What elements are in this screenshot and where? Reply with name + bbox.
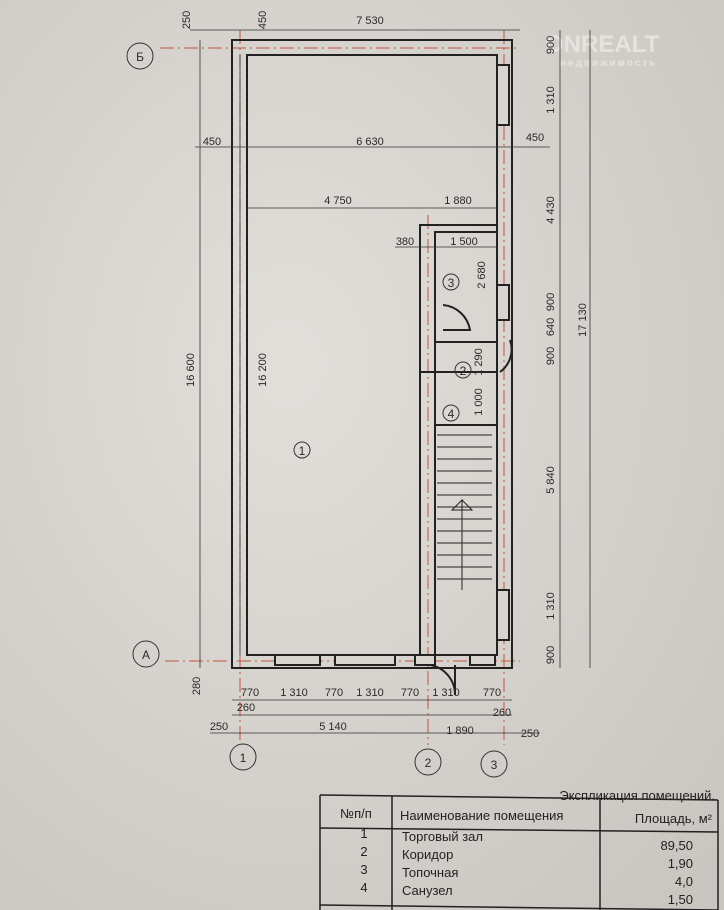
row-name: Торговый зал — [402, 829, 483, 844]
dim-text: 5 840 — [545, 466, 557, 494]
row-number: 2 — [360, 844, 367, 859]
row-number: 1 — [360, 826, 367, 841]
dim-text: 280 — [191, 677, 203, 695]
table-row: 1 Торговый зал 89,50 — [360, 826, 693, 853]
dim-text: 450 — [203, 136, 221, 148]
dim-text: 16 200 — [257, 353, 269, 387]
watermark: ONREALT недвижимость — [545, 31, 660, 69]
row-name: Коридор — [402, 847, 453, 862]
axis-label-3: 3 — [491, 758, 498, 772]
dim-text: 260 — [493, 707, 511, 719]
dim-text: 380 — [396, 236, 414, 248]
axis-label-1: 1 — [240, 751, 247, 765]
dim-text: 1 890 — [446, 725, 474, 737]
room-label-1: 1 — [299, 444, 306, 458]
dim-text: 7 530 — [356, 15, 384, 27]
row-number: 3 — [360, 862, 367, 877]
dim-text: 1 310 — [545, 86, 557, 114]
dim-text: 450 — [526, 132, 544, 144]
dim-text: 6 630 — [356, 136, 384, 148]
room-label-4: 4 — [448, 407, 455, 421]
dim-text: 4 750 — [324, 195, 352, 207]
table-header-area: Площадь, м² — [635, 811, 713, 826]
dim-text: 770 — [483, 687, 501, 699]
dim-text: 900 — [545, 646, 557, 664]
dim-text: 4 430 — [545, 196, 557, 224]
table-row: 2 Коридор 1,90 — [360, 844, 693, 871]
table-title: Экспликация помещений. — [559, 788, 715, 803]
axis-label-b: Б — [136, 50, 144, 64]
table-row: 4 Санузел 1,50 — [360, 880, 693, 907]
table-header-number: №п/п — [340, 806, 372, 821]
dim-text: 1 500 — [450, 236, 478, 248]
axis-bubbles — [126, 42, 508, 778]
dim-text: 770 — [241, 687, 259, 699]
dim-text: 2 680 — [476, 261, 488, 289]
dim-text: 16 600 — [185, 353, 197, 387]
dim-text: 1 310 — [432, 687, 460, 699]
dim-text: 250 — [181, 11, 193, 29]
table-header-name: Наименование помещения — [400, 808, 563, 823]
dimension-labels: 250 450 7 530 450 6 630 450 4 750 1 880 … — [181, 11, 589, 740]
room-label-3: 3 — [448, 276, 455, 290]
walls — [231, 39, 513, 696]
dim-text: 5 140 — [319, 721, 347, 733]
row-number: 4 — [360, 880, 367, 895]
axis-label-a: А — [142, 648, 150, 662]
row-name: Топочная — [402, 865, 458, 880]
watermark-subtitle: недвижимость — [560, 58, 657, 69]
dim-text: 770 — [401, 687, 419, 699]
dim-text: 900 — [545, 36, 557, 54]
row-area: 89,50 — [660, 838, 693, 853]
dim-text: 250 — [210, 721, 228, 733]
dimension-lines — [190, 29, 591, 734]
dim-text: 1 000 — [473, 388, 485, 416]
room-label-2: 2 — [460, 364, 467, 378]
table-row: 3 Топочная 4,0 — [360, 862, 693, 889]
dim-text: 640 — [545, 318, 557, 336]
dim-text: 17 130 — [577, 303, 589, 337]
row-name: Санузел — [402, 883, 453, 898]
dim-text: 900 — [545, 293, 557, 311]
dim-text: 770 — [325, 687, 343, 699]
row-area: 1,90 — [668, 856, 693, 871]
row-area: 4,0 — [675, 874, 693, 889]
dim-text: 450 — [257, 11, 269, 29]
dim-text: 1 310 — [356, 687, 384, 699]
dim-text: 1 310 — [545, 592, 557, 620]
dim-text: 260 — [237, 702, 255, 714]
axis-label-2: 2 — [425, 756, 432, 770]
explication-table: Экспликация помещений. №п/п Наименование… — [319, 788, 719, 910]
row-area: 1,50 — [668, 892, 693, 907]
dim-text: 1 880 — [444, 195, 472, 207]
dim-text: 900 — [545, 347, 557, 365]
dim-text: 1 310 — [280, 687, 308, 699]
dim-text: 1 290 — [473, 348, 485, 376]
dim-text: 250 — [521, 728, 539, 740]
watermark-brand: ONREALT — [545, 31, 660, 58]
